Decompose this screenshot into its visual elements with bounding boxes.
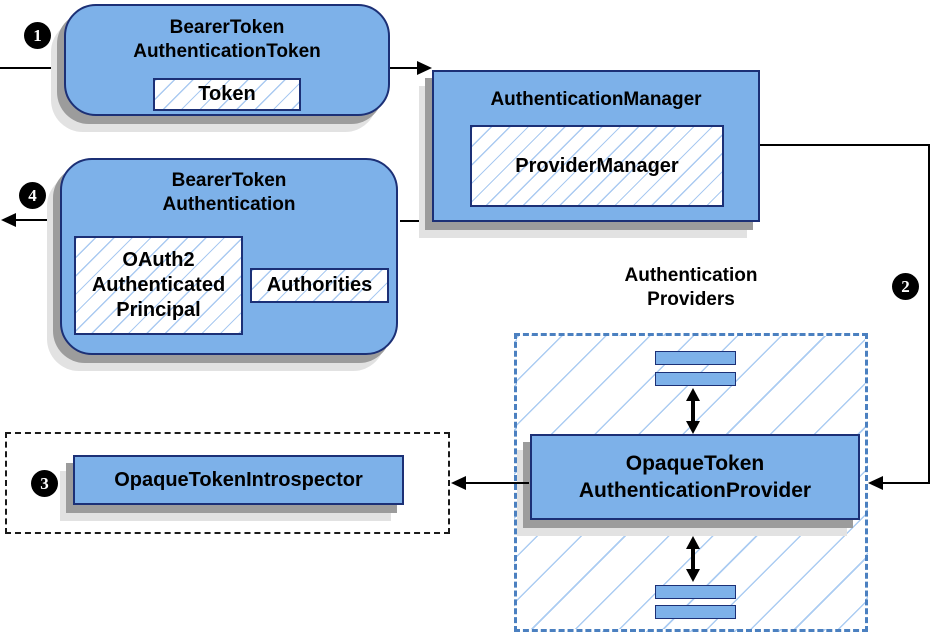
principal-line-2: Authenticated	[91, 274, 226, 296]
node-authentication-manager: AuthenticationManager ProviderManager	[432, 70, 760, 222]
step-1-number: 1	[33, 25, 42, 45]
step-4-number: 4	[28, 185, 37, 205]
authorities-box: Authorities	[250, 268, 389, 303]
provider-stub-bar	[655, 605, 736, 619]
authentication-providers-label: Authentication Providers	[591, 264, 791, 312]
arrowhead-into-introspector	[451, 476, 466, 490]
title-line-2: AuthenticationToken	[133, 41, 321, 62]
provider-manager-label: ProviderManager	[515, 154, 679, 177]
provider-line-1: OpaqueToken	[625, 452, 765, 475]
node-authentication-manager-title: AuthenticationManager	[434, 88, 758, 112]
node-bearer-token-authentication-title: BearerToken Authentication	[62, 169, 396, 217]
providers-label-line-2: Providers	[647, 289, 735, 310]
provider-stub-bar	[655, 372, 736, 386]
arrowhead-outgoing	[1, 213, 16, 227]
node-bearer-token-authentication-token: BearerToken AuthenticationToken Token	[64, 4, 390, 116]
oauth2-authenticated-principal-box: OAuth2 Authenticated Principal	[74, 236, 243, 335]
step-2-number: 2	[901, 276, 910, 296]
provider-stub-bar	[655, 585, 736, 599]
principal-line-1: OAuth2	[122, 249, 195, 271]
token-label: Token	[198, 83, 256, 105]
provider-manager-box: ProviderManager	[470, 125, 724, 207]
introspector-dashed-container: OpaqueTokenIntrospector	[5, 432, 450, 534]
step-3-badge: 3	[31, 470, 58, 497]
authentication-providers-container: OpaqueToken AuthenticationProvider	[514, 333, 868, 632]
arrowhead-into-provider	[868, 476, 883, 490]
node-opaque-token-introspector: OpaqueTokenIntrospector	[73, 455, 404, 505]
node-bearer-token-authentication-token-title: BearerToken AuthenticationToken	[66, 16, 388, 64]
token-box: Token	[153, 78, 301, 111]
title-line-2: Authentication	[162, 194, 296, 215]
provider-line-2: AuthenticationProvider	[578, 479, 812, 502]
title-line-1: BearerToken	[169, 17, 285, 38]
arrowhead-into-manager	[417, 61, 432, 75]
step-4-badge: 4	[19, 182, 46, 209]
title-line: AuthenticationManager	[490, 89, 702, 110]
authorities-label: Authorities	[266, 274, 373, 296]
step-2-badge: 2	[892, 273, 919, 300]
principal-line-3: Principal	[116, 299, 201, 321]
provider-stub-bar	[655, 351, 736, 365]
opaque-token-introspector-label: OpaqueTokenIntrospector	[114, 468, 363, 491]
double-arrow-icon	[686, 536, 700, 582]
step-3-number: 3	[40, 473, 49, 493]
node-bearer-token-authentication: BearerToken Authentication OAuth2 Authen…	[60, 158, 398, 355]
step-1-badge: 1	[24, 22, 51, 49]
double-arrow-icon	[686, 388, 700, 434]
node-opaque-token-authentication-provider: OpaqueToken AuthenticationProvider	[530, 434, 860, 520]
providers-label-line-1: Authentication	[624, 265, 758, 286]
title-line-1: BearerToken	[171, 170, 287, 191]
